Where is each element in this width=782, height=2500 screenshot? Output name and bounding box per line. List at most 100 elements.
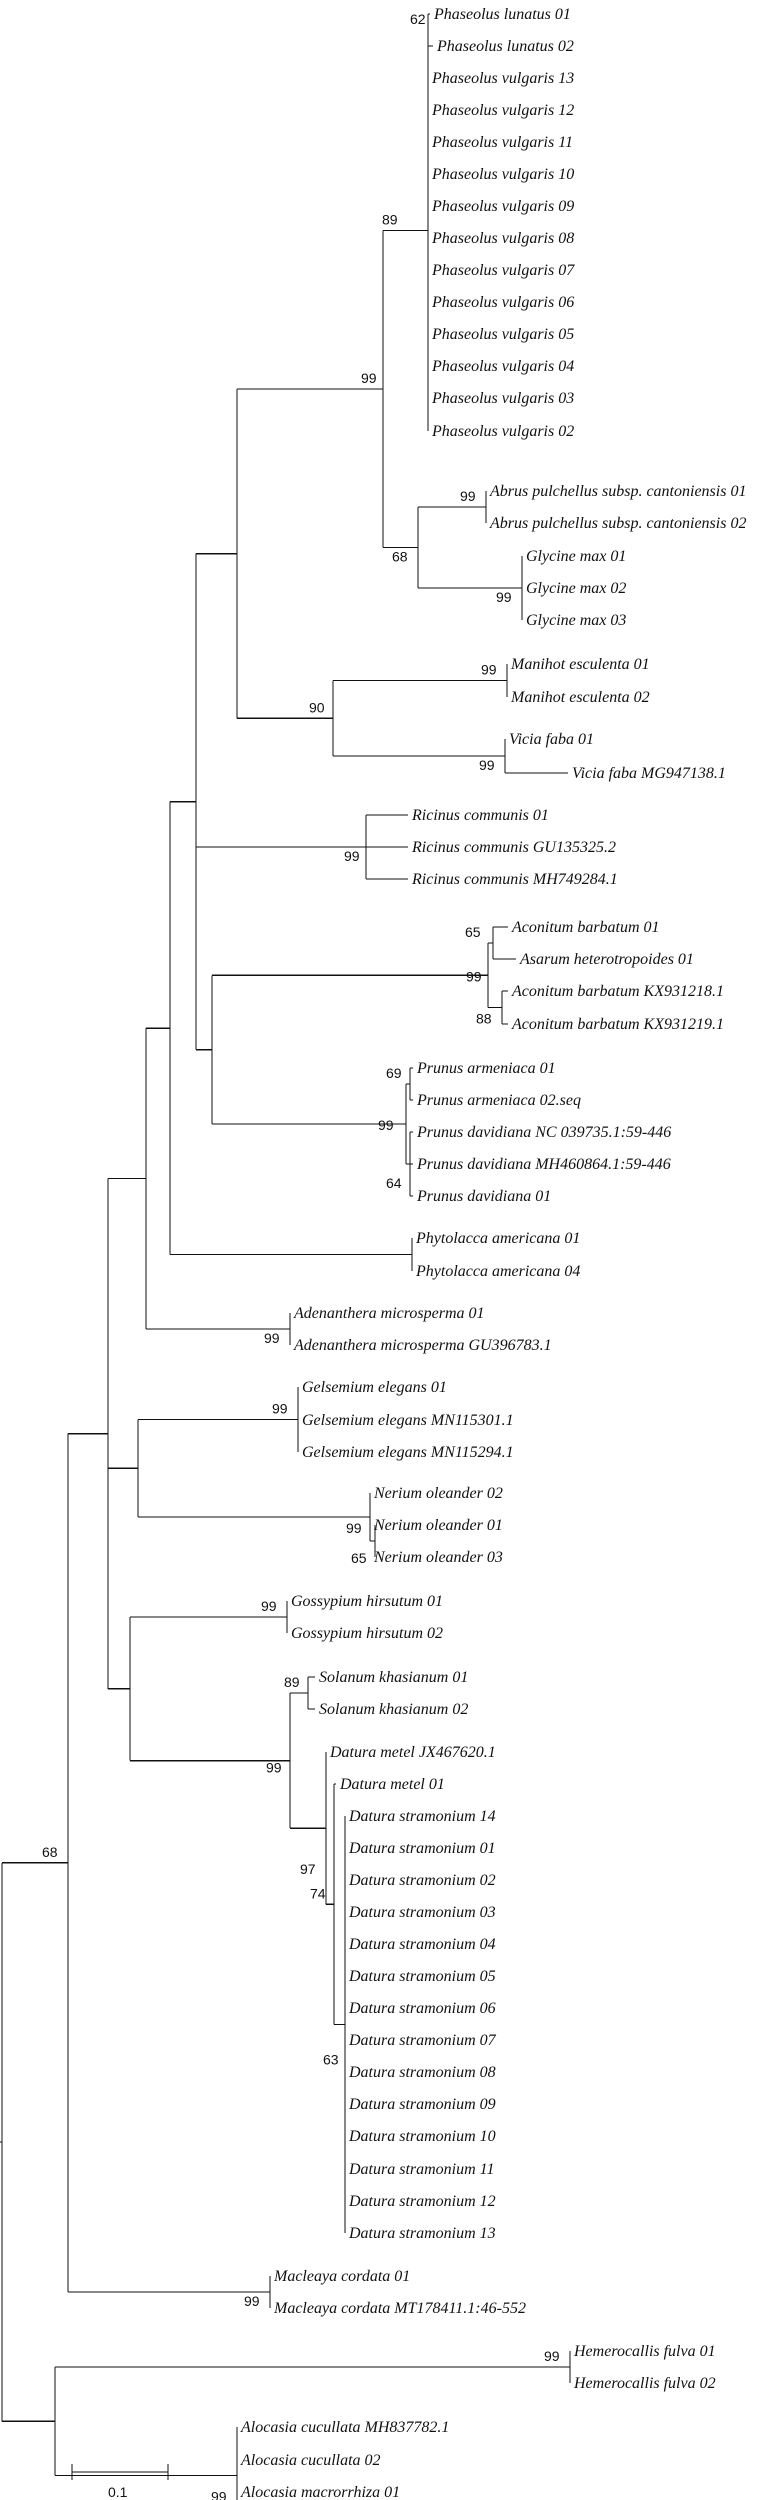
leaf-label: Phaseolus vulgaris 10 xyxy=(431,166,574,183)
bootstrap-value: 99 xyxy=(496,589,512,605)
bootstrap-value: 99 xyxy=(481,662,497,678)
leaf-label: Prunus davidiana 01 xyxy=(416,1188,551,1205)
bootstrap-value: 99 xyxy=(211,2489,227,2500)
leaf-label: Vicia faba 01 xyxy=(509,731,594,748)
leaf-label: Nerium oleander 02 xyxy=(373,1485,503,1502)
bootstrap-value: 99 xyxy=(466,968,482,984)
leaf-label: Datura stramonium 08 xyxy=(348,2064,496,2081)
bootstrap-value: 97 xyxy=(300,1861,316,1877)
leaf-label: Alocasia macrorrhiza 01 xyxy=(240,2484,400,2500)
scale-bar: 0.1 xyxy=(71,2464,169,2500)
leaf-label: Asarum heterotropoides 01 xyxy=(519,951,694,968)
bootstrap-value: 88 xyxy=(476,1011,492,1027)
bootstrap-value: 64 xyxy=(386,1175,402,1191)
leaf-label: Nerium oleander 03 xyxy=(373,1549,503,1566)
leaf-label: Phaseolus vulgaris 12 xyxy=(431,102,574,119)
leaf-label: Datura stramonium 06 xyxy=(348,2000,496,2017)
bootstrap-value: 89 xyxy=(284,1674,300,1690)
bootstrap-value: 68 xyxy=(392,549,408,565)
leaf-label: Phaseolus vulgaris 13 xyxy=(431,70,574,87)
leaf-label: Datura stramonium 07 xyxy=(348,2032,497,2049)
leaf-label: Phaseolus vulgaris 09 xyxy=(431,198,574,215)
leaf-label: Datura stramonium 09 xyxy=(348,2096,496,2113)
bootstrap-value: 69 xyxy=(386,1065,402,1081)
leaf-label: Solanum khasianum 02 xyxy=(319,1701,468,1718)
leaf-label: Hemerocallis fulva 01 xyxy=(573,2343,716,2360)
leaf-label: Macleaya cordata 01 xyxy=(273,2268,410,2285)
bootstrap-value: 99 xyxy=(266,1760,282,1776)
bootstrap-value: 89 xyxy=(382,212,398,228)
leaf-label: Phytolacca americana 01 xyxy=(415,1230,580,1247)
bootstrap-labels: 62 89 99 99 68 99 99 90 99 99 65 99 88 69 99 64 99 99 99 65… xyxy=(42,11,560,2500)
leaf-label: Ricinus communis 01 xyxy=(411,807,549,824)
bootstrap-value: 63 xyxy=(323,2052,339,2068)
leaf-label: Glycine max 01 xyxy=(526,548,626,565)
leaf-label: Phaseolus lunatus 02 xyxy=(436,38,574,55)
leaf-label: Prunus davidiana MH460864.1:59-446 xyxy=(416,1156,671,1173)
leaf-label: Phaseolus vulgaris 07 xyxy=(431,262,575,279)
bootstrap-value: 90 xyxy=(309,699,325,715)
leaf-label: Datura stramonium 13 xyxy=(348,2225,496,2242)
leaf-label: Abrus pulchellus subsp. cantoniensis 02 xyxy=(489,515,746,532)
leaf-label: Datura stramonium 03 xyxy=(348,1904,496,1921)
leaf-label: Aconitum barbatum KX931218.1 xyxy=(511,983,724,1000)
leaf-label: Gelsemium elegans MN115301.1 xyxy=(302,1412,514,1429)
bootstrap-value: 99 xyxy=(346,1520,362,1536)
leaf-label: Gelsemium elegans MN115294.1 xyxy=(302,1444,514,1461)
leaf-label: Datura stramonium 04 xyxy=(348,1936,496,1953)
bootstrap-value: 65 xyxy=(465,924,481,940)
leaf-label: Macleaya cordata MT178411.1:46-552 xyxy=(273,2300,526,2317)
tree-branches xyxy=(0,13,571,2500)
bootstrap-value: 99 xyxy=(361,370,377,386)
leaf-label: Prunus armeniaca 01 xyxy=(416,1060,556,1077)
leaf-label: Adenanthera microsperma 01 xyxy=(293,1305,485,1322)
leaf-label: Phaseolus lunatus 01 xyxy=(433,6,571,23)
bootstrap-value: 65 xyxy=(351,1550,367,1566)
leaf-label: Aconitum barbatum KX931219.1 xyxy=(511,1016,724,1033)
scale-bar-label: 0.1 xyxy=(108,2484,128,2500)
bootstrap-value: 99 xyxy=(272,1401,288,1417)
leaf-label: Phaseolus vulgaris 11 xyxy=(431,134,573,151)
leaf-label: Phaseolus vulgaris 05 xyxy=(431,326,574,343)
bootstrap-value: 99 xyxy=(479,757,495,773)
leaf-label: Datura stramonium 02 xyxy=(348,1872,496,1889)
leaf-label: Gossypium hirsutum 02 xyxy=(291,1625,443,1642)
leaf-label: Datura stramonium 11 xyxy=(348,2161,495,2178)
leaf-label: Phaseolus vulgaris 04 xyxy=(431,358,574,375)
bootstrap-value: 99 xyxy=(261,1598,277,1614)
leaf-label: Datura metel JX467620.1 xyxy=(329,1744,496,1761)
leaf-label: Manihot esculenta 01 xyxy=(510,656,650,673)
bootstrap-value: 62 xyxy=(410,11,426,27)
leaf-label: Glycine max 02 xyxy=(526,580,626,597)
leaf-label: Datura stramonium 10 xyxy=(348,2128,496,2145)
leaf-label: Glycine max 03 xyxy=(526,612,626,629)
bootstrap-value: 99 xyxy=(544,2348,560,2364)
leaf-label: Gelsemium elegans 01 xyxy=(302,1379,447,1396)
leaf-label: Prunus davidiana NC 039735.1:59-446 xyxy=(416,1124,671,1141)
leaf-label: Gossypium hirsutum 01 xyxy=(291,1593,443,1610)
bootstrap-value: 99 xyxy=(460,488,476,504)
leaf-label: Solanum khasianum 01 xyxy=(319,1669,468,1686)
bootstrap-value: 68 xyxy=(42,1844,58,1860)
leaf-label: Alocasia cucullata 02 xyxy=(240,2452,381,2469)
leaf-label: Nerium oleander 01 xyxy=(373,1517,503,1534)
leaf-label: Ricinus communis GU135325.2 xyxy=(411,839,616,856)
leaf-label: Hemerocallis fulva 02 xyxy=(573,2375,716,2392)
leaf-label: Vicia faba MG947138.1 xyxy=(572,765,726,782)
bootstrap-value: 99 xyxy=(378,1117,394,1133)
leaf-label: Datura stramonium 01 xyxy=(348,1840,496,1857)
leaf-label: Prunus armeniaca 02.seq xyxy=(416,1092,581,1109)
leaf-label: Phytolacca americana 04 xyxy=(415,1263,580,1280)
leaf-label: Aconitum barbatum 01 xyxy=(511,919,660,936)
leaf-label: Phaseolus vulgaris 08 xyxy=(431,230,574,247)
bootstrap-value: 99 xyxy=(344,848,360,864)
leaf-labels: Phaseolus lunatus 01 Phaseolus lunatus 02… xyxy=(240,6,746,2500)
bootstrap-value: 99 xyxy=(244,2293,260,2309)
leaf-label: Manihot esculenta 02 xyxy=(510,689,650,706)
leaf-label: Phaseolus vulgaris 03 xyxy=(431,390,574,407)
leaf-label: Datura metel 01 xyxy=(339,1776,445,1793)
leaf-label: Phaseolus vulgaris 02 xyxy=(431,423,574,440)
leaf-label: Adenanthera microsperma GU396783.1 xyxy=(293,1337,552,1354)
leaf-label: Datura stramonium 05 xyxy=(348,1968,496,1985)
